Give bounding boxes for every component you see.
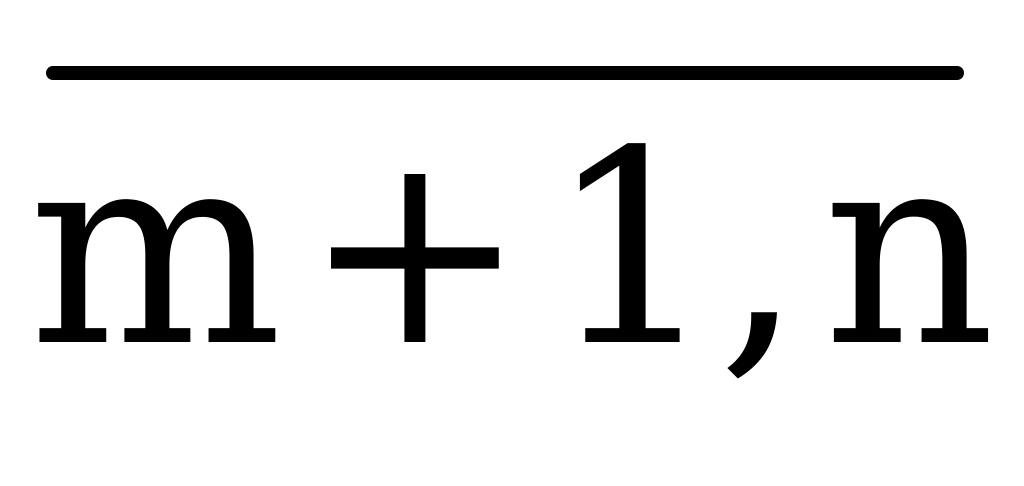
overline-bar [46, 66, 964, 80]
formula-expression: m + 1 , n [0, 116, 1024, 384]
comma-separator: , [717, 94, 803, 406]
variable-m: m [28, 94, 283, 406]
number-one: 1 [547, 94, 718, 406]
plus-operator: + [302, 94, 528, 406]
variable-n: n [822, 94, 996, 406]
